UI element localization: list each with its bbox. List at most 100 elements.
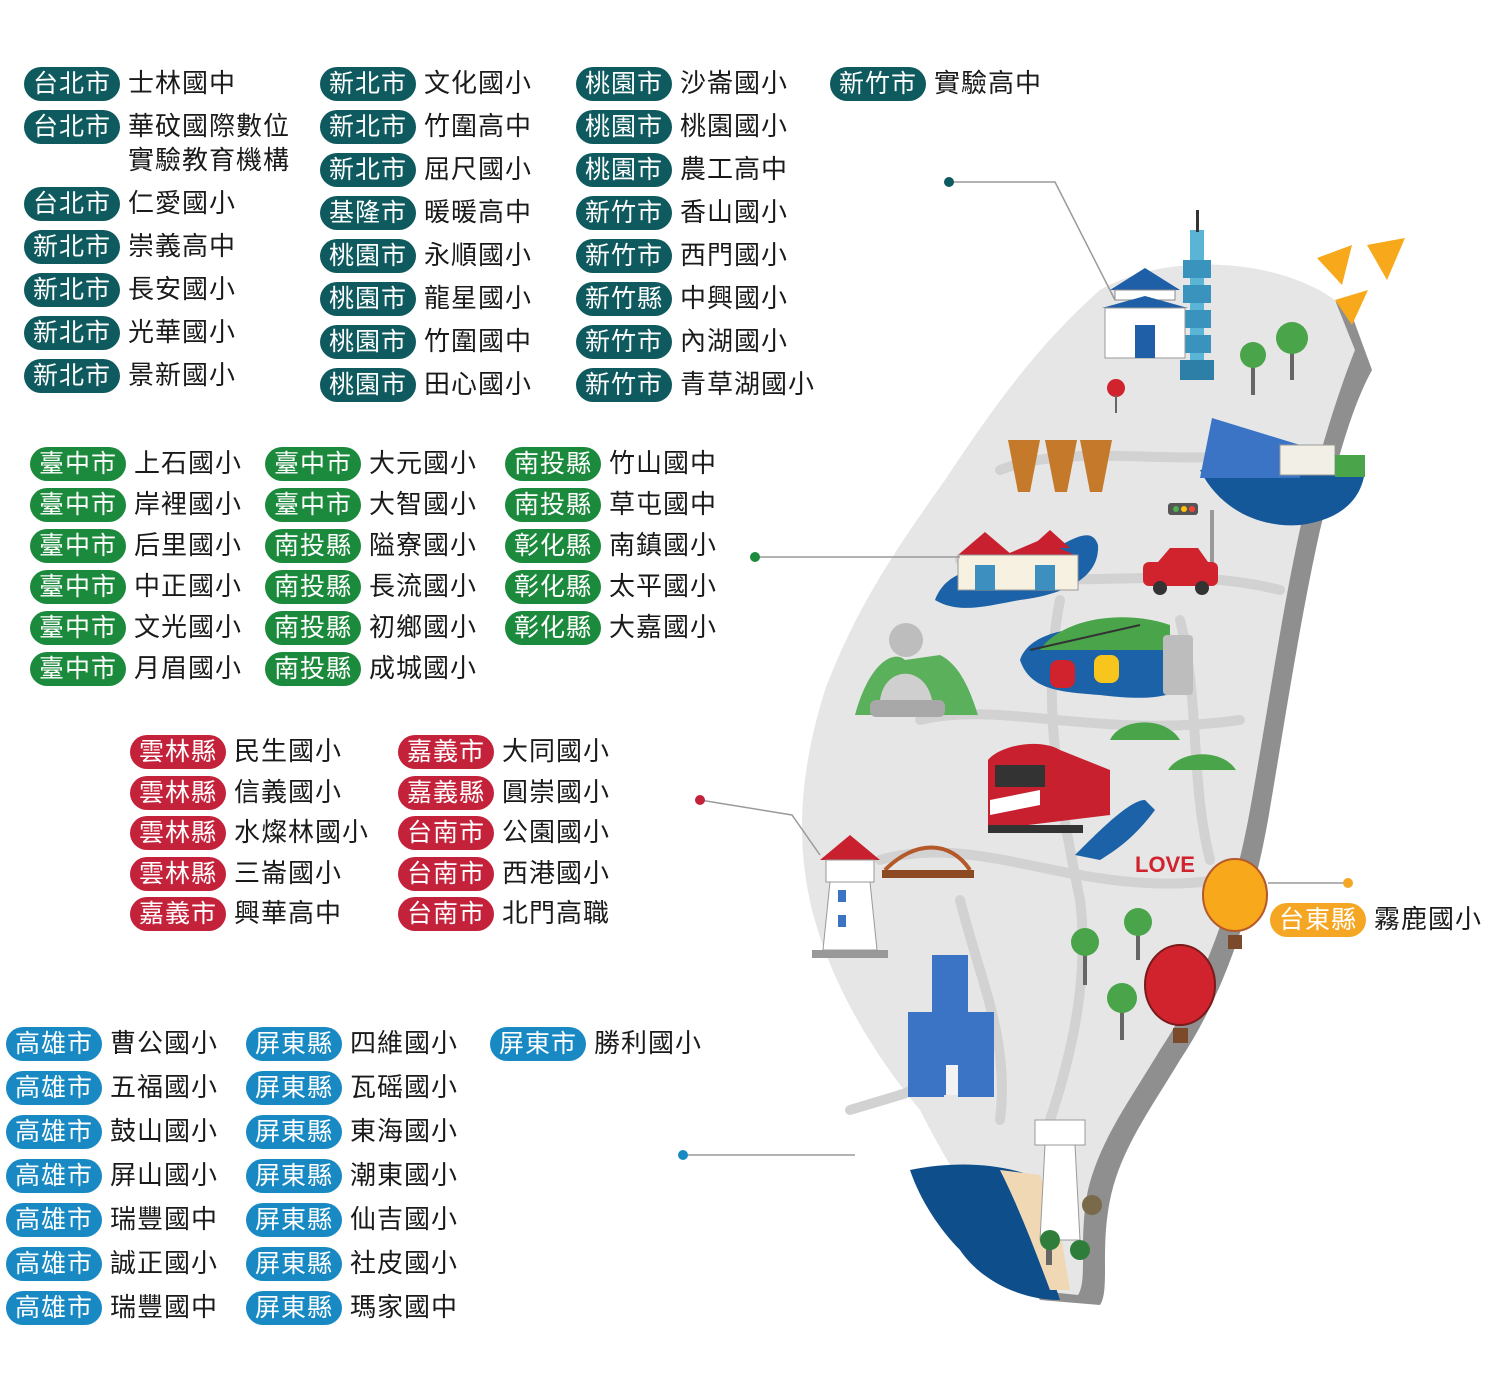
school-name: 竹圍國中 [424, 325, 532, 359]
school-entry: 屏東縣四維國小 [246, 1027, 458, 1061]
school-entry: 屏東縣東海國小 [246, 1115, 458, 1149]
city-badge: 雲林縣 [130, 735, 227, 769]
taipei-101-landmark [1180, 210, 1214, 380]
bushes [1110, 722, 1236, 770]
school-entry: 新竹市西門國小 [576, 239, 815, 273]
school-entry: 台東縣霧鹿國小 [1270, 903, 1482, 937]
school-entry: 台南市公園國小 [398, 816, 610, 850]
school-name-line: 瑞豐國中 [110, 1205, 219, 1235]
city-badge: 桃園市 [576, 110, 673, 144]
school-entry: 桃園市沙崙國小 [576, 67, 815, 101]
city-badge: 桃園市 [576, 153, 673, 187]
city-badge: 新竹市 [576, 196, 673, 230]
city-badge: 桃園市 [320, 325, 417, 359]
school-name-line: 西港國小 [502, 858, 611, 889]
traffic-light [1168, 503, 1214, 570]
school-name: 誠正國小 [110, 1247, 218, 1281]
city-badge: 臺中市 [30, 529, 127, 563]
school-name: 三崙國小 [234, 857, 342, 891]
school-entry: 屏東縣社皮國小 [246, 1247, 458, 1281]
school-name-line: 三崙國小 [234, 858, 343, 889]
city-badge: 高雄市 [6, 1115, 103, 1149]
school-entry: 臺中市大智國小 [265, 488, 477, 522]
school-name: 仁愛國小 [128, 187, 236, 221]
city-badge: 高雄市 [6, 1159, 103, 1193]
lighthouse-west [812, 835, 888, 958]
school-name: 太平國小 [609, 570, 717, 604]
beach [1000, 1170, 1070, 1290]
trees-north [1240, 322, 1308, 395]
city-badge: 嘉義縣 [398, 775, 495, 810]
school-name: 崇義高中 [128, 230, 236, 264]
school-name: 瑞豐國中 [110, 1291, 218, 1325]
school-name: 北門高職 [502, 897, 610, 931]
school-name-line: 公園國小 [502, 818, 611, 848]
school-name: 仙吉國小 [350, 1203, 458, 1237]
school-name: 實驗高中 [934, 67, 1042, 101]
love-sign: LOVE [1135, 852, 1195, 877]
school-name-line: 田心國小 [424, 370, 533, 400]
school-name-line: 竹圍國中 [424, 327, 533, 357]
school-entry: 南投縣隘寮國小 [265, 529, 477, 563]
central-connector-dot [750, 552, 760, 562]
school-name-line: 上石國小 [134, 449, 243, 479]
city-badge: 南投縣 [265, 570, 362, 604]
school-entry: 高雄市瑞豐國中 [6, 1203, 218, 1237]
school-name-line: 竹圍高中 [424, 112, 533, 142]
school-name: 西門國小 [680, 239, 788, 273]
city-badge: 彰化縣 [505, 570, 602, 604]
school-name: 長安國小 [128, 273, 236, 307]
school-name-line: 潮東國小 [350, 1161, 459, 1191]
city-badge: 高雄市 [6, 1071, 103, 1105]
school-entry: 新北市光華國小 [24, 316, 290, 350]
city-badge: 高雄市 [6, 1247, 103, 1281]
school-entry: 台北市華砇國際數位實驗教育機構 [24, 110, 290, 178]
city-badge: 台東縣 [1270, 903, 1367, 937]
school-name-line: 仙吉國小 [350, 1205, 459, 1235]
school-entry: 屏東市勝利國小 [490, 1027, 702, 1061]
school-entry: 臺中市岸裡國小 [30, 488, 242, 522]
school-name: 竹山國中 [609, 447, 717, 481]
city-badge: 臺中市 [265, 447, 362, 481]
city-badge: 新北市 [24, 230, 121, 264]
school-name-line: 成城國小 [369, 654, 478, 684]
school-entry: 南投縣草屯國中 [505, 488, 717, 522]
school-name: 瓦磘國小 [350, 1071, 458, 1105]
school-name: 民生國小 [234, 735, 342, 769]
school-name-line: 仁愛國小 [128, 189, 237, 219]
city-badge: 新竹縣 [576, 282, 673, 316]
school-name: 龍星國小 [424, 282, 532, 316]
city-badge: 新北市 [320, 153, 417, 187]
location-pin [1107, 379, 1125, 413]
school-name-line: 曹公國小 [110, 1029, 219, 1059]
city-badge: 高雄市 [6, 1027, 103, 1061]
school-entry: 南投縣成城國小 [265, 652, 477, 686]
school-entry: 新北市文化國小 [320, 67, 532, 101]
city-badge: 台南市 [398, 816, 495, 850]
school-name: 永順國小 [424, 239, 532, 273]
school-entry: 屏東縣潮東國小 [246, 1159, 458, 1193]
school-name: 上石國小 [134, 447, 242, 481]
school-name: 東海國小 [350, 1115, 458, 1149]
school-name: 潮東國小 [350, 1159, 458, 1193]
school-name: 隘寮國小 [369, 529, 477, 563]
city-badge: 彰化縣 [505, 529, 602, 563]
kaoping-connector-dot [678, 1150, 688, 1160]
city-badge: 南投縣 [265, 529, 362, 563]
school-name-line: 瑞豐國中 [110, 1293, 219, 1323]
school-name-line: 北門高職 [502, 899, 611, 929]
school-name: 文光國小 [134, 611, 242, 645]
school-name-line: 中正國小 [134, 572, 243, 602]
school-entry: 桃園市農工高中 [576, 153, 815, 187]
school-name-line: 農工高中 [680, 155, 789, 185]
trees-south [1071, 908, 1152, 1040]
school-entry: 臺中市大元國小 [265, 447, 477, 481]
school-entry: 桃園市龍星國小 [320, 282, 532, 316]
city-badge: 屏東縣 [246, 1159, 343, 1193]
school-name-line: 瓦磘國小 [350, 1073, 459, 1103]
city-badge: 雲林縣 [130, 856, 227, 891]
school-entry: 南投縣竹山國中 [505, 447, 717, 481]
school-name: 暖暖高中 [424, 196, 532, 230]
school-entry: 新北市景新國小 [24, 359, 290, 393]
